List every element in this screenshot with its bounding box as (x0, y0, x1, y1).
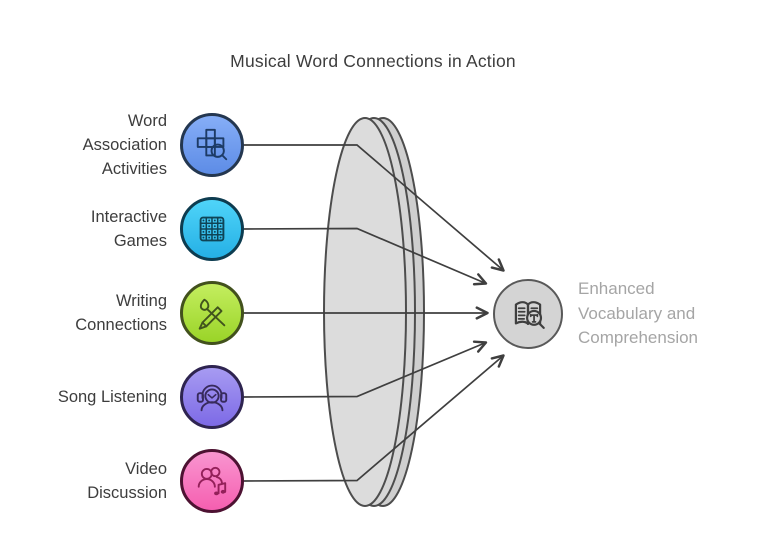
connector-song-listening (242, 340, 488, 398)
headphones-icon (193, 378, 231, 416)
interactive-games-label: Interactive Games (90, 208, 167, 250)
result-circle (493, 279, 563, 349)
writing-connections-label: Writing Connections (75, 292, 167, 334)
song-listening-badge (180, 365, 244, 429)
connector-word-association (243, 144, 505, 272)
game-grid-icon (193, 210, 231, 248)
video-discussion-label: Video Discussion (87, 460, 167, 502)
writing-connections-badge (180, 281, 244, 345)
item-writing-connections: Writing Connections (35, 281, 244, 345)
result-label: Enhanced Vocabulary and Comprehension (578, 279, 699, 347)
writing-tools-icon (193, 294, 231, 332)
funnel-ellipse (323, 117, 425, 507)
video-discussion-badge (180, 449, 244, 513)
item-word-association-activities: Word Association Activities (35, 112, 244, 178)
word-association-activities-badge (180, 113, 244, 177)
word-association-activities-label: Word Association Activities (82, 112, 167, 178)
connector-interactive-games (242, 227, 488, 286)
item-interactive-games: Interactive Games (35, 197, 244, 261)
song-listening-label: Song Listening (57, 388, 167, 406)
connector-video-discussion (242, 354, 505, 482)
item-song-listening: Song Listening (35, 365, 244, 429)
people-music-icon (193, 462, 231, 500)
diagram-title: Musical Word Connections in Action (230, 51, 516, 71)
crossword-search-icon (193, 126, 231, 164)
interactive-games-badge (180, 197, 244, 261)
item-video-discussion: Video Discussion (35, 449, 244, 513)
book-search-icon (506, 292, 550, 336)
